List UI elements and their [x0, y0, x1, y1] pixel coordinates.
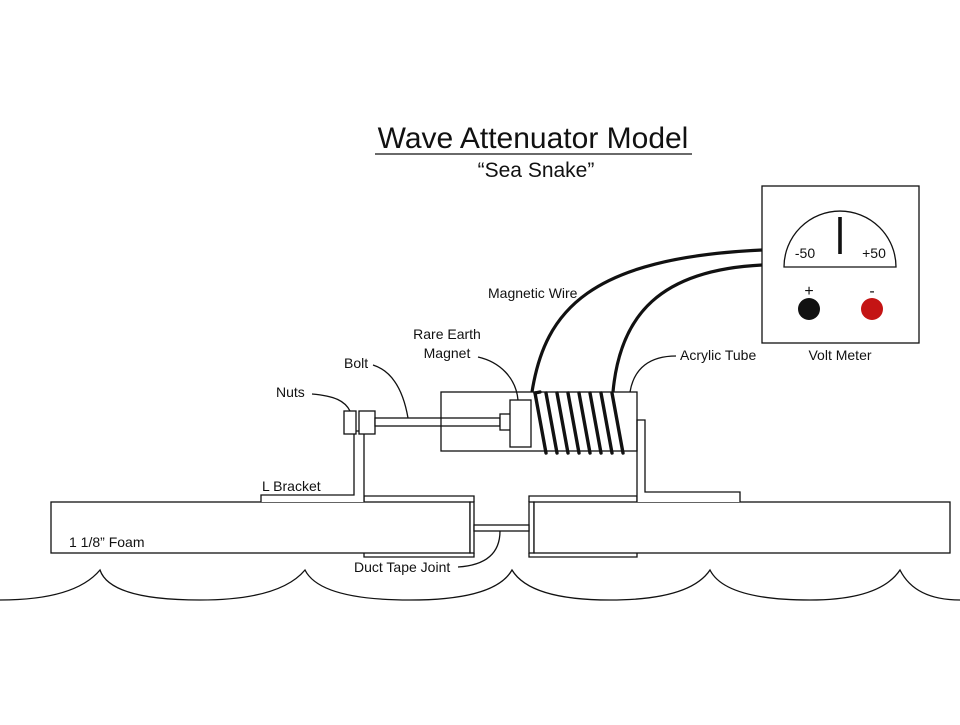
- bolt-shaft: [374, 417, 501, 427]
- label-nuts: Nuts: [276, 384, 305, 400]
- meter-max-label: +50: [862, 245, 886, 261]
- label-rare-earth-line2: Magnet: [424, 345, 471, 361]
- label-bolt: Bolt: [344, 355, 368, 371]
- negative-terminal: [861, 298, 883, 320]
- label-magnetic-wire: Magnetic Wire: [488, 285, 578, 301]
- leader-duct-tape-joint: [457, 530, 501, 568]
- leader-acrylic-tube: [629, 355, 677, 393]
- label-rare-earth-line1: Rare Earth: [413, 326, 481, 342]
- nut-left: [343, 410, 357, 435]
- positive-terminal: [798, 298, 820, 320]
- wave-line: [0, 568, 960, 601]
- diagram-subtitle: “Sea Snake”: [478, 159, 595, 182]
- duct-tape-joint-strip: [473, 524, 530, 532]
- joint-tape-bottom-right: [528, 553, 638, 558]
- leader-rare-earth-magnet: [477, 356, 519, 401]
- label-volt-meter: Volt Meter: [808, 347, 871, 363]
- rare-earth-magnet: [509, 399, 532, 448]
- magnetic-wire-lead-2: [611, 263, 763, 393]
- magnetic-wire-lead-1: [530, 248, 763, 393]
- volt-meter-box: [761, 185, 920, 344]
- foam-block-right: [533, 501, 951, 554]
- nut-right: [358, 410, 376, 435]
- label-acrylic-tube: Acrylic Tube: [680, 347, 756, 363]
- leader-nuts: [311, 393, 351, 412]
- label-l-bracket: L Bracket: [262, 478, 321, 494]
- joint-tape-top-left: [363, 495, 475, 502]
- volt-meter-dial: [783, 210, 897, 268]
- wire-coil: [533, 390, 625, 455]
- foam-block-right-edge: [528, 501, 535, 554]
- joint-tape-top-right: [528, 495, 638, 502]
- l-bracket-left: [260, 430, 365, 502]
- label-duct-tape-joint: Duct Tape Joint: [354, 559, 450, 575]
- diagram-title: Wave Attenuator Model: [378, 122, 689, 155]
- meter-min-label: -50: [795, 245, 815, 261]
- negative-symbol: -: [869, 283, 874, 300]
- label-foam: 1 1/8” Foam: [69, 534, 144, 550]
- positive-symbol: +: [804, 283, 813, 300]
- joint-tape-bottom-left: [363, 553, 475, 558]
- l-bracket-right: [636, 419, 741, 502]
- leader-bolt: [372, 364, 409, 419]
